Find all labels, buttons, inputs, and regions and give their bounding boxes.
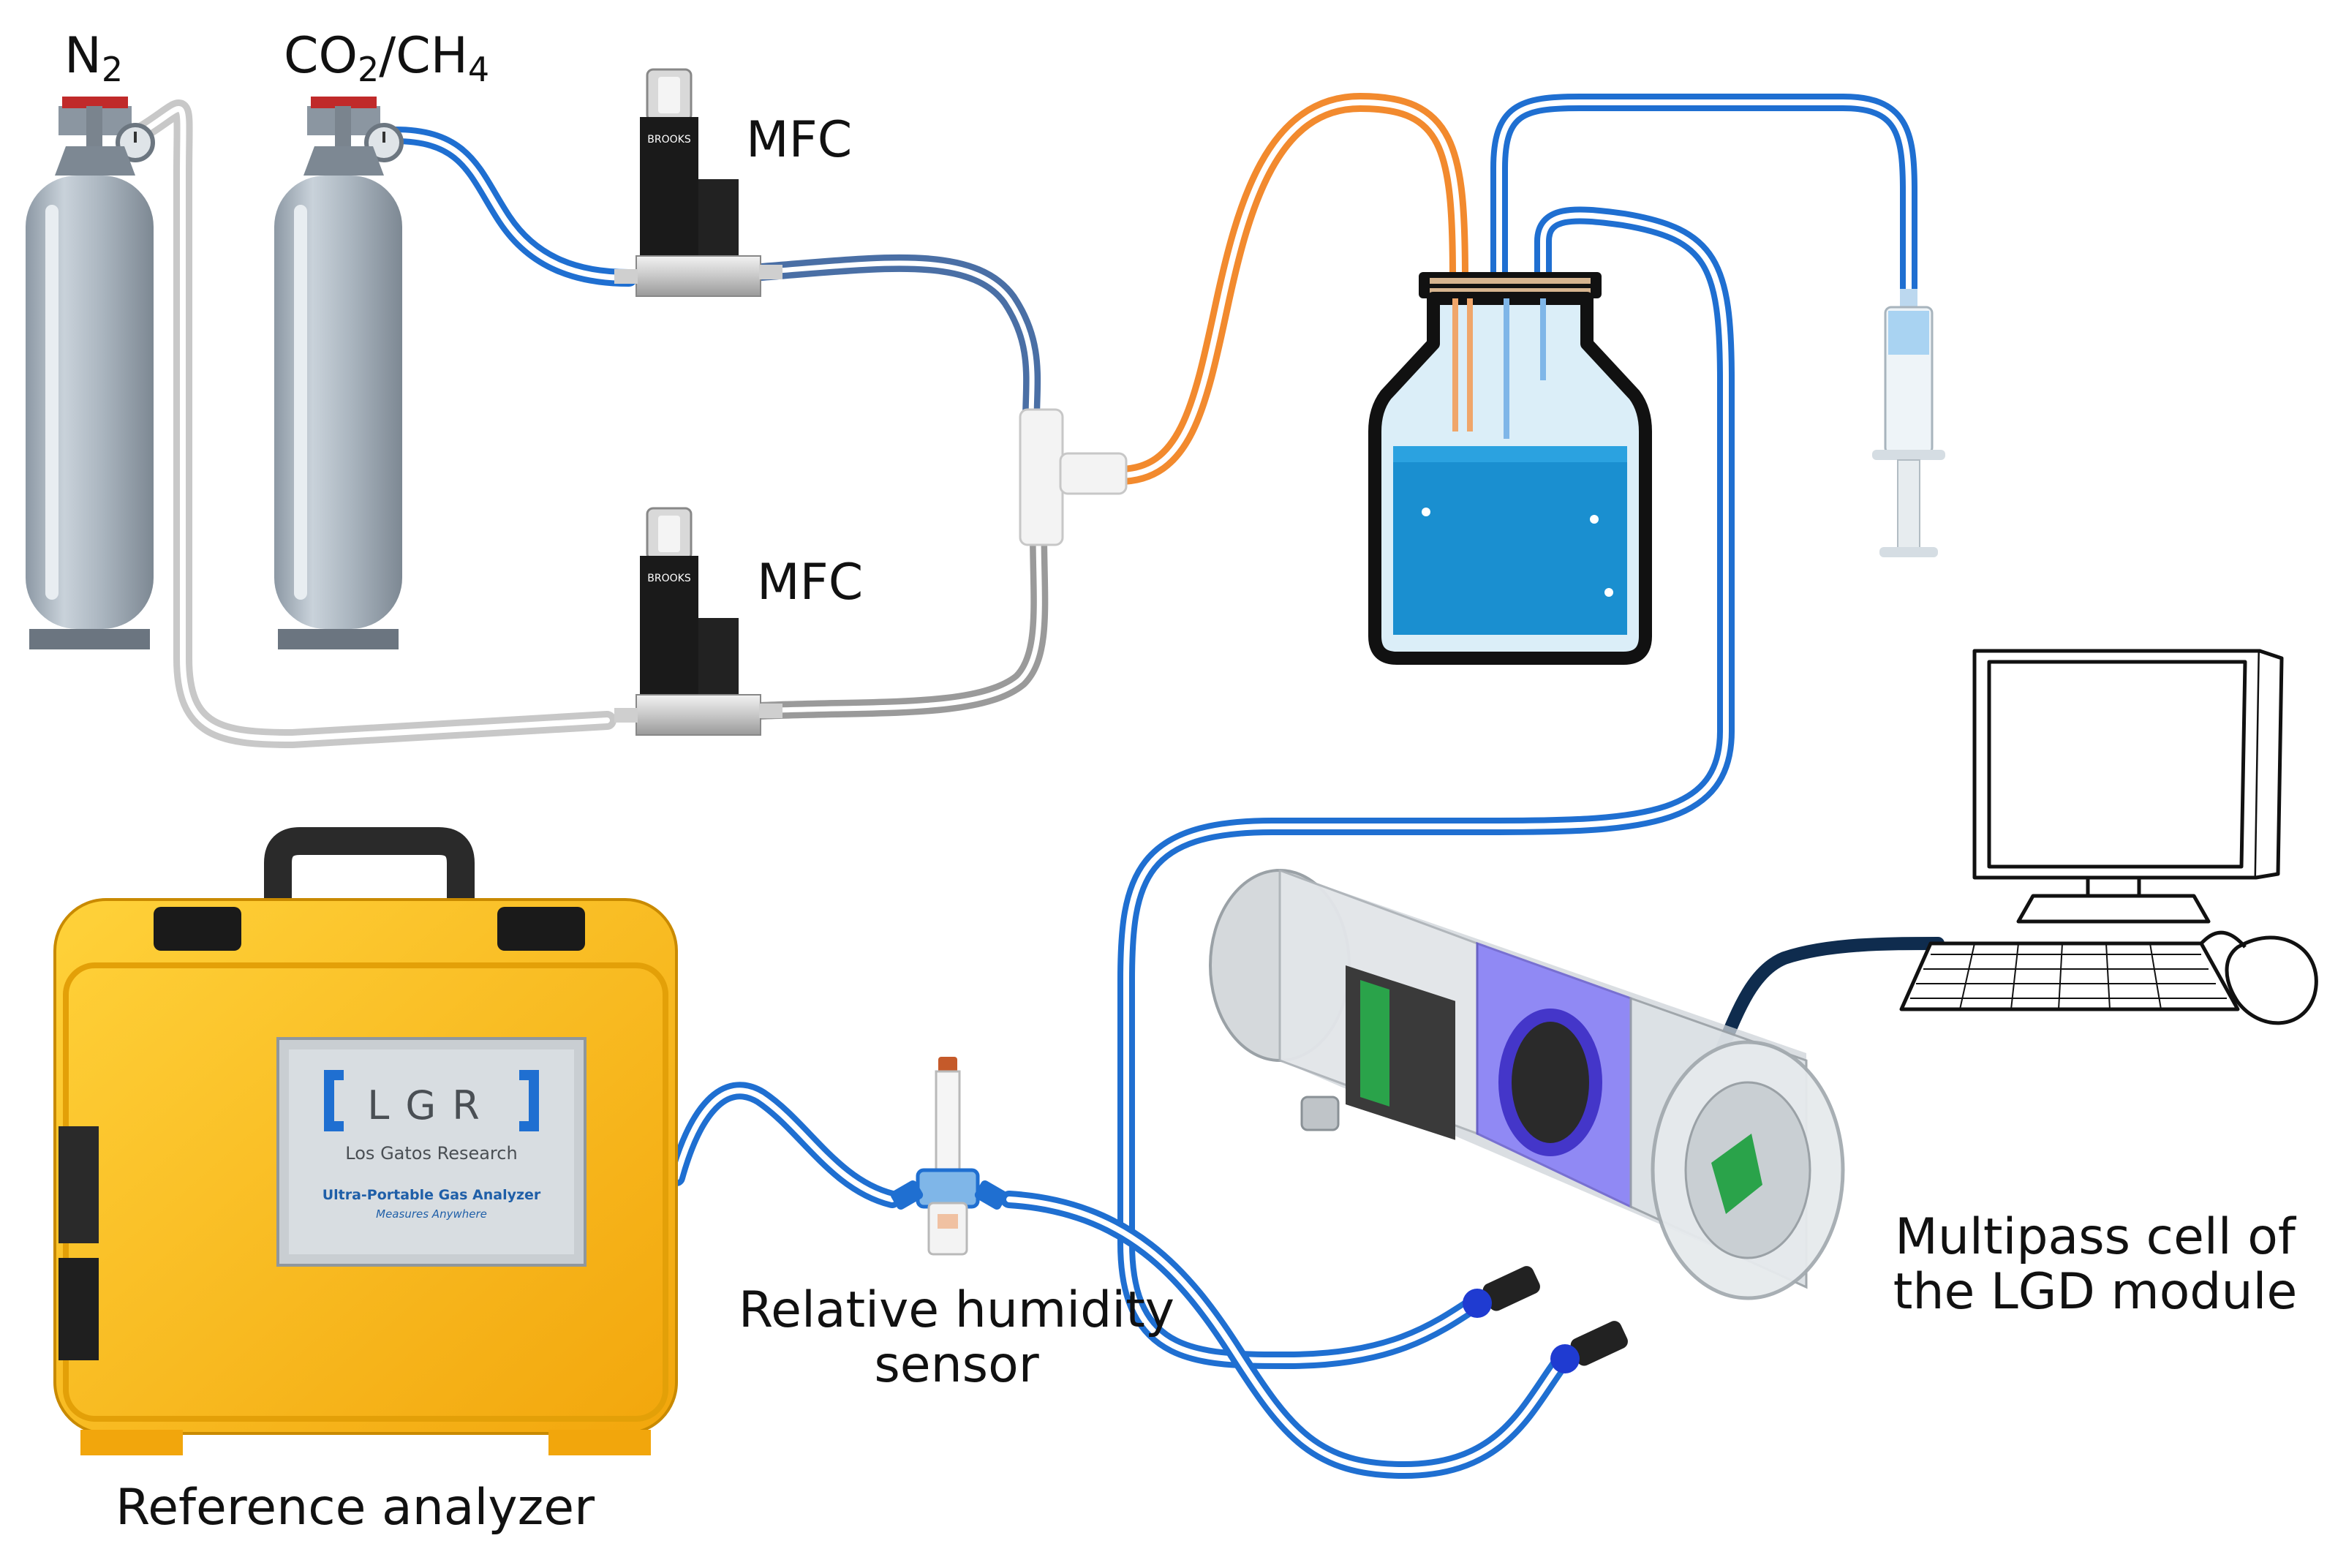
ch4-text: /CH <box>379 27 468 85</box>
reference-analyzer-label: Reference analyzer <box>116 1479 595 1537</box>
bottle-to-syringe-tube <box>1490 94 1917 301</box>
rh-to-analyzer-tube <box>668 1082 901 1208</box>
tee-to-bottle-tube <box>1109 93 1468 485</box>
n2-tube <box>133 99 616 748</box>
multipass-label-line1: Multipass cell of <box>1895 1208 2296 1266</box>
co2-subscript: 2 <box>358 50 380 89</box>
water-bottle <box>1368 272 1652 665</box>
rh-sensor-label: Relative humidity sensor <box>723 1281 1191 1394</box>
mfc-bottom-to-tee-tube <box>752 525 1049 720</box>
co2-ch4-cylinder <box>274 97 404 649</box>
mfc-top-to-tee-tube <box>752 254 1041 429</box>
cell-to-rh-tube <box>1000 1191 1574 1479</box>
mfc-top-brand: BROOKS <box>647 134 691 146</box>
mfc-top-label: MFC <box>746 111 853 169</box>
co2-text: CO <box>284 27 358 85</box>
multipass-cell <box>1209 868 1845 1373</box>
computer <box>1899 649 2318 1025</box>
analyzer-logo: LGR <box>367 1082 495 1128</box>
rh-sensor-label-line2: sensor <box>874 1335 1039 1394</box>
ch4-subscript: 4 <box>467 50 490 89</box>
rh-sensor-label-line1: Relative humidity <box>738 1281 1175 1339</box>
analyzer-tagline: Measures Anywhere <box>376 1207 487 1221</box>
bottle-to-cell-tube <box>1117 206 1735 1369</box>
tubing <box>133 93 1945 1479</box>
rh-sensor <box>890 1057 1008 1256</box>
tee-junction <box>1019 408 1128 546</box>
multipass-label-line2: the LGD module <box>1893 1262 2298 1321</box>
analyzer-product: Ultra-Portable Gas Analyzer <box>323 1187 541 1203</box>
syringe <box>1872 289 1945 557</box>
n2-subscript: 2 <box>101 50 124 89</box>
co2-tube <box>386 127 638 287</box>
cell-inlet-fitting <box>1463 1266 1540 1318</box>
co2-ch4-label: CO2/CH4 <box>284 29 489 88</box>
analyzer-company: Los Gatos Research <box>345 1143 517 1164</box>
reference-analyzer: LGR Los Gatos Research Ultra-Portable Ga… <box>53 827 678 1455</box>
n2-text: N <box>64 27 102 85</box>
keyboard-keys <box>1910 943 2227 1010</box>
n2-cylinder <box>26 97 155 649</box>
mfc-bottom-label: MFC <box>757 554 864 611</box>
mfc-top: BROOKS <box>614 68 782 297</box>
n2-label: N2 <box>64 29 123 88</box>
mfc-bottom-brand: BROOKS <box>647 573 691 584</box>
multipass-cell-label: Multipass cell of the LGD module <box>1868 1210 2322 1320</box>
cell-outlet-fitting <box>1550 1321 1628 1373</box>
mfc-bottom: BROOKS <box>614 507 782 736</box>
